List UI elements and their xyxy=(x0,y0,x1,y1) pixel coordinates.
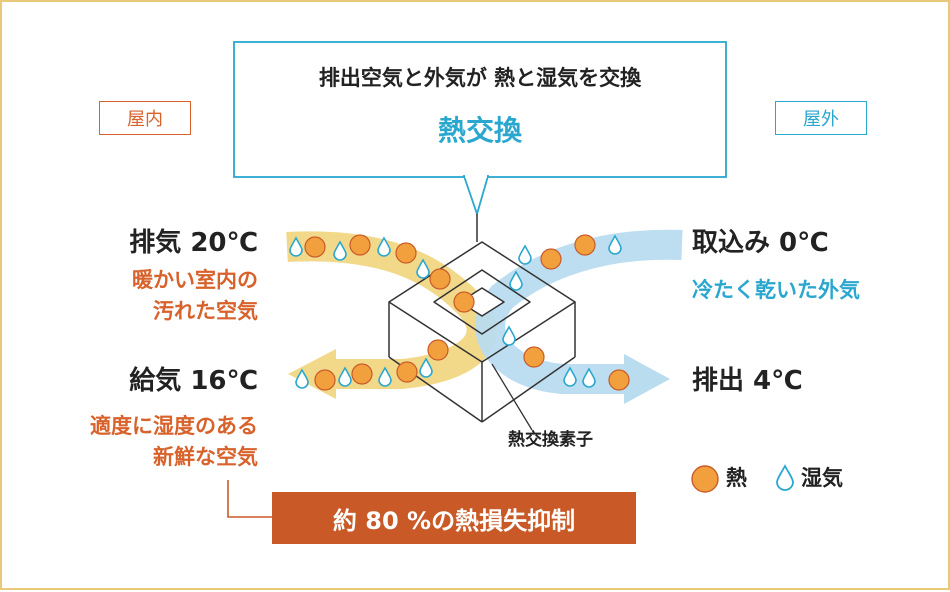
humidity-icon xyxy=(518,244,532,265)
supply-label: 給気 16℃ xyxy=(129,366,258,396)
humidity-icons xyxy=(289,234,622,389)
humidity-icon xyxy=(289,236,303,257)
heat-icon xyxy=(453,291,475,313)
humidity-icon xyxy=(608,234,622,255)
heat-icon xyxy=(608,369,630,391)
heat-icon xyxy=(540,248,562,270)
humidity-icon xyxy=(502,325,516,346)
heat-icons-cool xyxy=(523,234,630,391)
legend-heat-label: 熱 xyxy=(726,466,747,490)
exhaust-label: 排気 20℃ xyxy=(129,228,258,258)
heat-icon xyxy=(314,369,336,391)
element-leader-line xyxy=(491,363,533,431)
humidity-icon xyxy=(416,258,430,279)
callout-pointer xyxy=(462,175,490,217)
humidity-icon xyxy=(295,368,309,389)
heat-icon xyxy=(523,346,545,368)
callout-title: 熱交換 xyxy=(437,114,522,147)
humidity-icon xyxy=(776,464,794,491)
heat-icon xyxy=(691,465,719,493)
heat-icon xyxy=(304,236,326,258)
warm-flow-band xyxy=(286,231,497,389)
intake-desc: 冷たく乾いた外気 xyxy=(692,278,860,302)
humidity-icon xyxy=(377,236,391,257)
intake-label: 取込み 0℃ xyxy=(692,228,829,258)
heat-icon xyxy=(396,361,418,383)
discharge-label: 排出 4℃ xyxy=(692,366,803,396)
cool-flow-band xyxy=(475,229,683,394)
heat-icon xyxy=(351,363,373,385)
humidity-icon xyxy=(378,366,392,387)
humidity-icon xyxy=(333,240,347,261)
cool-flow-arrowhead xyxy=(624,354,670,404)
humidity-icon xyxy=(582,367,596,388)
exhaust-desc-line1: 暖かい室内の xyxy=(132,268,258,292)
legend-humidity-label: 湿気 xyxy=(801,466,843,490)
summary-box: 約 80 %の熱損失抑制 xyxy=(272,492,636,544)
heat-icon xyxy=(429,268,451,290)
heat-icons-warm xyxy=(304,234,475,391)
supply-desc-line2: 新鮮な空気 xyxy=(153,445,258,469)
outdoor-tag: 屋外 xyxy=(775,101,867,135)
humidity-icon xyxy=(419,357,433,378)
heat-icon xyxy=(349,234,371,256)
callout-box xyxy=(233,41,727,178)
humidity-icon xyxy=(338,366,352,387)
heat-icon xyxy=(427,339,449,361)
summary-bracket xyxy=(227,480,272,518)
heat-icon xyxy=(574,234,596,256)
supply-desc-line1: 適度に湿度のある xyxy=(90,414,258,438)
heat-exchange-element-label: 熱交換素子 xyxy=(508,430,593,450)
exhaust-desc-line2: 汚れた空気 xyxy=(153,299,258,323)
humidity-icon xyxy=(509,270,523,291)
indoor-tag: 屋内 xyxy=(99,101,191,135)
heat-icon xyxy=(395,242,417,264)
callout-text: 排出空気と外気が 熱と湿気を交換 xyxy=(318,66,642,90)
humidity-icon xyxy=(563,366,577,387)
